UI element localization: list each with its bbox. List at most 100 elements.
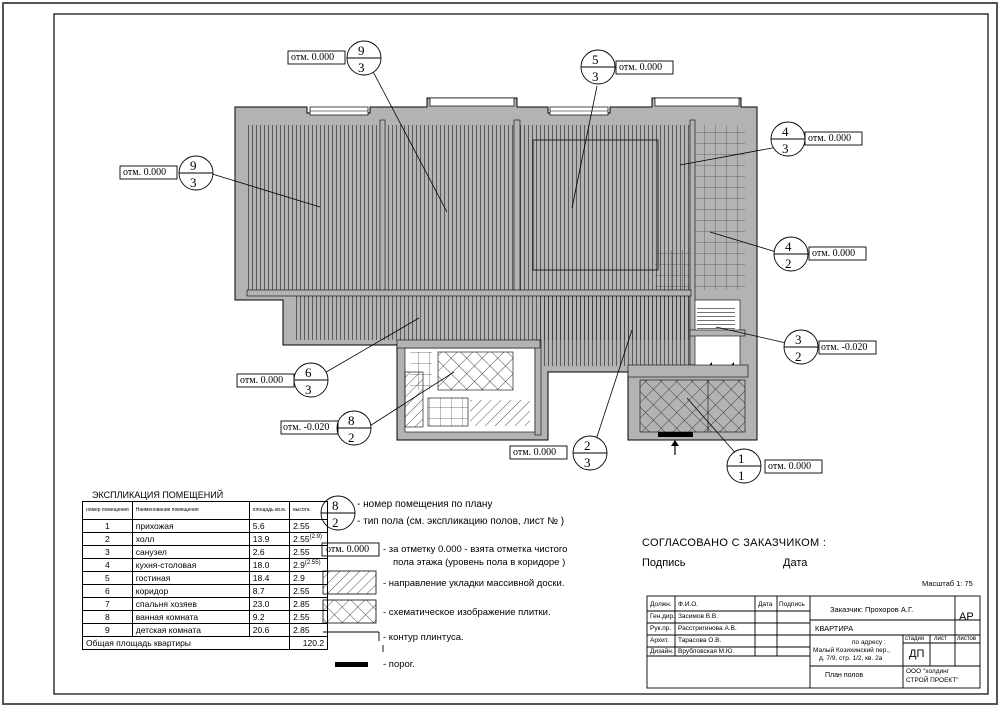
callout-room-number: 8 [348, 413, 355, 428]
callout-level: отм. 0.000 [291, 52, 335, 63]
stamp-col-date: Дата [758, 601, 773, 608]
room-name: ванная комната [131, 610, 250, 624]
entrance-threshold [658, 432, 693, 437]
room-height: 2.55 [289, 610, 329, 624]
stamp-role: Ген.дир. [650, 613, 675, 620]
height-value: 2.9 [293, 560, 305, 571]
room-area: 9.2 [248, 610, 291, 624]
room-area: 18.4 [248, 571, 291, 585]
room-7-floor [385, 125, 514, 290]
stamp-address-1: по адресу : [852, 639, 886, 646]
approval-signature: Подпись [642, 557, 686, 569]
room-name: санузел [131, 545, 250, 559]
callout-level: отм. 0.000 [619, 62, 663, 73]
callout-floor-type: 1 [738, 468, 745, 483]
legend-room-text: - номер помещения по плану [357, 499, 493, 510]
callout-room-number: 9 [358, 43, 365, 58]
room-area: 18.0 [248, 558, 291, 572]
title-block-grid [646, 595, 981, 689]
height-value: 2.55 [293, 521, 310, 532]
room-area: 13.9 [248, 532, 291, 546]
callout-floor-type: 3 [592, 69, 599, 84]
room-number: 8 [82, 610, 133, 624]
callout-floor-type: 2 [785, 256, 792, 271]
callout-room-number: 4 [782, 124, 789, 139]
room-name: коридор [131, 584, 250, 598]
callout-level: отм. 0.000 [808, 133, 852, 144]
callout-room-number: 3 [795, 332, 802, 347]
header-name: Наименование помещения [131, 501, 250, 520]
room-area: 2.6 [248, 545, 291, 559]
room-height: 2.9 [289, 571, 329, 585]
room-area: 23.0 [248, 597, 291, 611]
legend-plinth-text: - контур плинтуса. [383, 632, 464, 643]
explication-title: ЭКСПЛИКАЦИЯ ПОМЕЩЕНИЙ [92, 490, 224, 500]
height-value: 2.55 [293, 547, 310, 558]
room-number: 9 [82, 623, 133, 637]
approval-date: Дата [783, 557, 808, 569]
room-1-tile [639, 379, 746, 433]
legend-floor-type: 2 [332, 515, 339, 530]
header-area: площадь кв.м. [248, 501, 291, 520]
callout-level: отм. -0.020 [283, 422, 330, 433]
room-height: 2.55(2.9) [289, 532, 329, 546]
callout-level: отм. 0.000 [240, 375, 284, 386]
legend-threshold-text: - порог. [383, 659, 415, 670]
stamp-role: Дизайн. [650, 648, 674, 655]
callout-floor-type: 2 [795, 349, 802, 364]
stamp-col-name: Ф.И.О. [678, 601, 699, 608]
callout-level: отм. 0.000 [513, 447, 557, 458]
callout-floor-type: 3 [358, 60, 365, 75]
room-number: 1 [82, 519, 133, 533]
height-note: (2.9) [309, 534, 322, 541]
callout-level: отм. -0.020 [821, 342, 868, 353]
stamp-address-2: Малый Козихинский пер., [813, 647, 890, 654]
room-number: 2 [82, 532, 133, 546]
callout-floor-type: 3 [305, 382, 312, 397]
room-number: 5 [82, 571, 133, 585]
stamp-stage-label: стадия [905, 636, 925, 642]
total-label: Общая площадь квартиры [81, 636, 291, 650]
legend-tile-text: - схематическое изображение плитки. [383, 607, 551, 618]
room-9-floor [247, 125, 380, 290]
stamp-drawing-name: План полов [825, 672, 864, 679]
stamp-person: Тарасова О.В. [678, 637, 722, 644]
stamp-person: Врубловская М.Ю. [678, 648, 735, 655]
callout-level: отм. 0.000 [123, 167, 167, 178]
stamp-sheet-label: лист [934, 636, 947, 642]
room-4-tile [695, 125, 745, 290]
room-height: 2.85 [289, 597, 329, 611]
height-value: 2.55 [293, 586, 310, 597]
callout-room-number: 5 [592, 52, 599, 67]
stamp-address-3: д. 7/9, стр. 1/2, кв. 2а [819, 655, 883, 662]
title-block: Должн. Ф.И.О. Дата Подпись Ген.дир. Заси… [647, 596, 980, 688]
stamp-role: Архит. [650, 637, 669, 644]
table-header-row: номер помещения Наименование помещения п… [82, 501, 329, 520]
callout-room-number: 2 [584, 438, 591, 453]
callout-floor-type: 2 [348, 430, 355, 445]
stamp-sheets-label: листов [957, 636, 977, 642]
callout-room-number: 9 [190, 158, 197, 173]
room-name: холл [131, 532, 250, 546]
room-area: 20.6 [248, 623, 291, 637]
room-area: 5.6 [248, 519, 291, 533]
scale-label: Масштаб 1: 75 [922, 579, 973, 588]
callout-room-number: 4 [785, 239, 792, 254]
total-value: 120.2 [289, 636, 329, 650]
height-value: 2.55 [293, 534, 310, 545]
height-value: 2.85 [293, 625, 310, 636]
leader-lines [208, 61, 787, 466]
stamp-stage: ДП [909, 648, 925, 660]
floor-plan [234, 97, 758, 455]
legend-level-text-2: пола этажа (уровень пола в коридоре ) [393, 557, 566, 568]
room-name: кухня-столовая [131, 558, 250, 572]
room-name: прихожая [131, 519, 250, 533]
stamp-code: АР [959, 611, 974, 623]
